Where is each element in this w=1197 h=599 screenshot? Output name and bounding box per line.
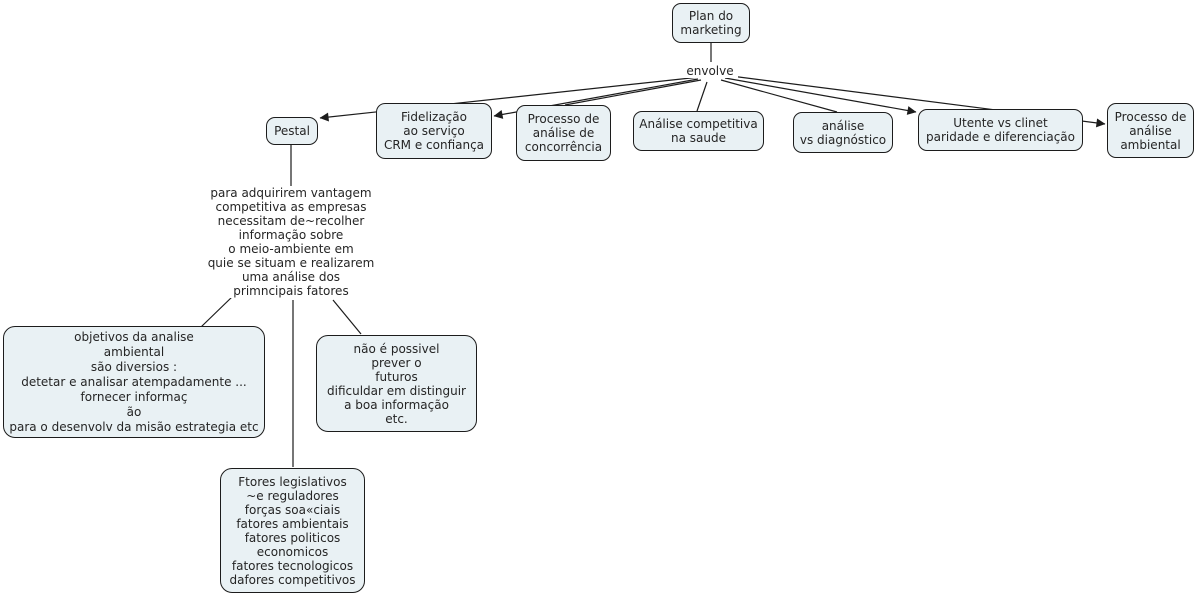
concept-node-objetivos-analise-ambiental[interactable]: objetivos da analise ambiental são diver…	[3, 326, 265, 438]
concept-node-processo-analise-ambiental[interactable]: Processo de análise ambiental	[1107, 103, 1194, 158]
concept-node-processo-analise-concorrencia[interactable]: Processo de análise de concorrência	[516, 105, 611, 161]
connector-recolher-nao-possivel	[332, 299, 362, 335]
concept-node-analise-vs-diagnostico[interactable]: análise vs diagnóstico	[793, 112, 893, 153]
concept-node-pestal[interactable]: Pestal	[266, 117, 318, 145]
connector-envolve-processo-concorrencia	[564, 79, 702, 106]
connector-envolve-analise-competitiva	[696, 81, 708, 112]
concept-node-plan-do-marketing[interactable]: Plan do marketing	[672, 3, 750, 43]
connector-envolve-analise-diagnostico	[720, 79, 838, 113]
concept-node-fidelizacao[interactable]: Fidelização ao serviço CRM e confiança	[376, 103, 492, 159]
connector-recolher-objetivos	[200, 295, 234, 328]
connector-envolve-utente	[724, 77, 917, 115]
concept-node-analise-competitiva-saude[interactable]: Análise competitiva na saude	[633, 111, 764, 151]
concept-node-nao-e-possivel[interactable]: não é possivel prever o futuros dificuld…	[316, 335, 477, 432]
concept-node-utente-vs-clinet[interactable]: Utente vs clinet paridade e diferenciaçã…	[918, 109, 1083, 151]
concept-node-ftores-legislativos[interactable]: Ftores legislativos ~e reguladores força…	[220, 468, 365, 593]
linking-phrase-envolve[interactable]: envolve	[682, 64, 738, 78]
linking-phrase-recolher-informacao[interactable]: para adquirirem vantagem competitiva as …	[196, 186, 386, 298]
